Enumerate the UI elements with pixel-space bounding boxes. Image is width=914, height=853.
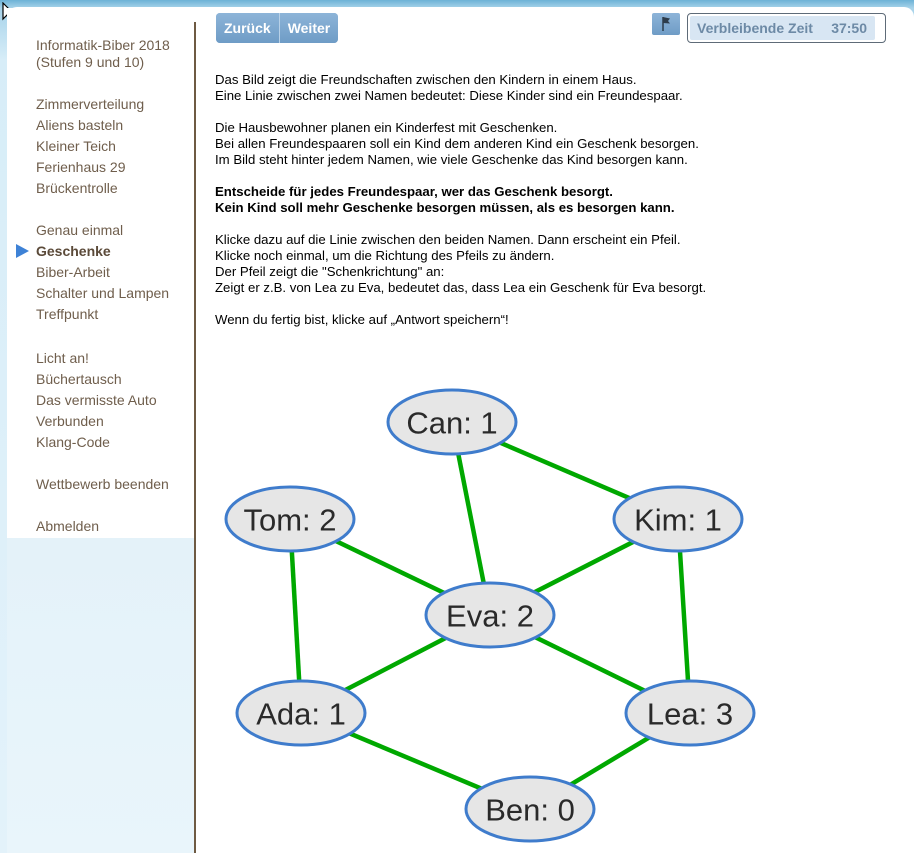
- nav-item-schalter-und-lampen[interactable]: Schalter und Lampen: [36, 285, 170, 301]
- flag-icon: [662, 17, 670, 31]
- nav-group-3: Licht an! Büchertausch Das vermisste Aut…: [36, 348, 157, 453]
- contest-title: Informatik-Biber 2018 (Stufen 9 und 10): [36, 37, 170, 71]
- node-ben[interactable]: Ben: 0: [464, 775, 596, 843]
- remaining-time-value: 37:50: [831, 20, 867, 36]
- nav-item-genau-einmal[interactable]: Genau einmal: [36, 222, 124, 238]
- task-text-line: Zeigt er z.B. von Lea zu Eva, bedeutet d…: [215, 280, 707, 295]
- nav-item-licht-an[interactable]: Licht an!: [36, 350, 89, 366]
- graph-nodes: Can: 1 Tom: 2 Kim: 1 Eva: 2 Ada: 1 Lea: 3 Ben:…: [224, 388, 756, 843]
- node-ellipse-eva[interactable]: [424, 581, 556, 649]
- back-button[interactable]: Zurück: [216, 13, 279, 43]
- nav-item-klang-code[interactable]: Klang-Code: [36, 434, 110, 450]
- task-text-line: Eine Linie zwischen zwei Namen bedeutet:…: [215, 88, 683, 103]
- end-contest-link[interactable]: Wettbewerb beenden: [36, 476, 169, 492]
- next-button[interactable]: Weiter: [278, 13, 339, 43]
- contest-title-line2: (Stufen 9 und 10): [36, 54, 145, 70]
- nav-item-treffpunkt[interactable]: Treffpunkt: [36, 306, 99, 322]
- sidebar: [7, 8, 195, 538]
- node-tom[interactable]: Tom: 2: [224, 485, 356, 553]
- node-eva[interactable]: Eva: 2: [424, 581, 556, 649]
- task-paragraph: Klicke dazu auf die Linie zwischen den b…: [215, 232, 895, 296]
- nav-group-2: Genau einmal Geschenke Biber-Arbeit Scha…: [36, 220, 169, 325]
- nav-item-biber-arbeit[interactable]: Biber-Arbeit: [36, 264, 110, 280]
- nav-item-ferienhaus-29[interactable]: Ferienhaus 29: [36, 159, 126, 175]
- node-ellipse-tom[interactable]: [224, 485, 356, 553]
- task-text-line: Bei allen Freundespaaren soll ein Kind d…: [215, 136, 699, 151]
- remaining-time-box: Verbleibende Zeit 37:50: [687, 13, 886, 43]
- nav-item-das-vermisste-auto[interactable]: Das vermisste Auto: [36, 392, 157, 408]
- nav-item-brueckentrolle[interactable]: Brückentrolle: [36, 180, 118, 196]
- task-paragraph: Das Bild zeigt die Freundschaften zwisch…: [215, 72, 895, 104]
- node-kim[interactable]: Kim: 1: [612, 485, 744, 553]
- flag-button[interactable]: [652, 13, 680, 35]
- sidebar-background: [7, 538, 195, 853]
- node-ellipse-kim[interactable]: [612, 485, 744, 553]
- task-text-line: Klicke noch einmal, um die Richtung des …: [215, 248, 555, 263]
- nav-item-buechertausch[interactable]: Büchertausch: [36, 371, 122, 387]
- task-text-line: Das Bild zeigt die Freundschaften zwisch…: [215, 72, 637, 87]
- contest-title-line1: Informatik-Biber 2018: [36, 37, 170, 53]
- sidebar-divider: [194, 22, 196, 853]
- task-text-line: Kein Kind soll mehr Geschenke besorgen m…: [215, 200, 675, 215]
- node-ellipse-can[interactable]: [386, 388, 518, 456]
- remaining-time-label: Verbleibende Zeit: [697, 20, 813, 36]
- nav-item-verbunden[interactable]: Verbunden: [36, 413, 104, 429]
- task-navigation: Zurück Weiter: [216, 13, 339, 43]
- task-description: Das Bild zeigt die Freundschaften zwisch…: [215, 72, 895, 344]
- task-text-line: Die Hausbewohner planen ein Kinderfest m…: [215, 120, 558, 135]
- remaining-time-bar: Verbleibende Zeit 37:50: [690, 16, 875, 40]
- task-text-line: Wenn du fertig bist, klicke auf „Antwort…: [215, 312, 509, 327]
- task-text-line: Entscheide für jedes Freundespaar, wer d…: [215, 184, 613, 199]
- nav-group-5: Abmelden: [36, 516, 99, 537]
- nav-item-zimmerverteilung[interactable]: Zimmerverteilung: [36, 96, 145, 112]
- task-text-line: Der Pfeil zeigt die "Schenkrichtung" an:: [215, 264, 445, 279]
- node-can[interactable]: Can: 1: [386, 388, 518, 456]
- friendship-graph: Can: 1 Tom: 2 Kim: 1 Eva: 2 Ada: 1 Lea: 3 Ben:…: [224, 388, 756, 843]
- active-task-arrow-icon: [16, 244, 29, 258]
- node-ada[interactable]: Ada: 1: [235, 679, 367, 747]
- task-paragraph: Wenn du fertig bist, klicke auf „Antwort…: [215, 312, 895, 328]
- task-text-line: Klicke dazu auf die Linie zwischen den b…: [215, 232, 681, 247]
- task-text-line: Im Bild steht hinter jedem Namen, wie vi…: [215, 152, 688, 167]
- nav-group-4: Wettbewerb beenden: [36, 474, 169, 495]
- node-ellipse-lea[interactable]: [624, 679, 756, 747]
- node-lea[interactable]: Lea: 3: [624, 679, 756, 747]
- task-paragraph-instruction: Entscheide für jedes Freundespaar, wer d…: [215, 184, 895, 216]
- nav-item-kleiner-teich[interactable]: Kleiner Teich: [36, 138, 116, 154]
- logout-link[interactable]: Abmelden: [36, 518, 100, 534]
- task-paragraph: Die Hausbewohner planen ein Kinderfest m…: [215, 120, 895, 168]
- nav-group-1: Zimmerverteilung Aliens basteln Kleiner …: [36, 94, 144, 199]
- nav-item-aliens-basteln[interactable]: Aliens basteln: [36, 117, 124, 133]
- node-ellipse-ben[interactable]: [464, 775, 596, 843]
- node-ellipse-ada[interactable]: [235, 679, 367, 747]
- nav-item-geschenke[interactable]: Geschenke: [36, 243, 111, 259]
